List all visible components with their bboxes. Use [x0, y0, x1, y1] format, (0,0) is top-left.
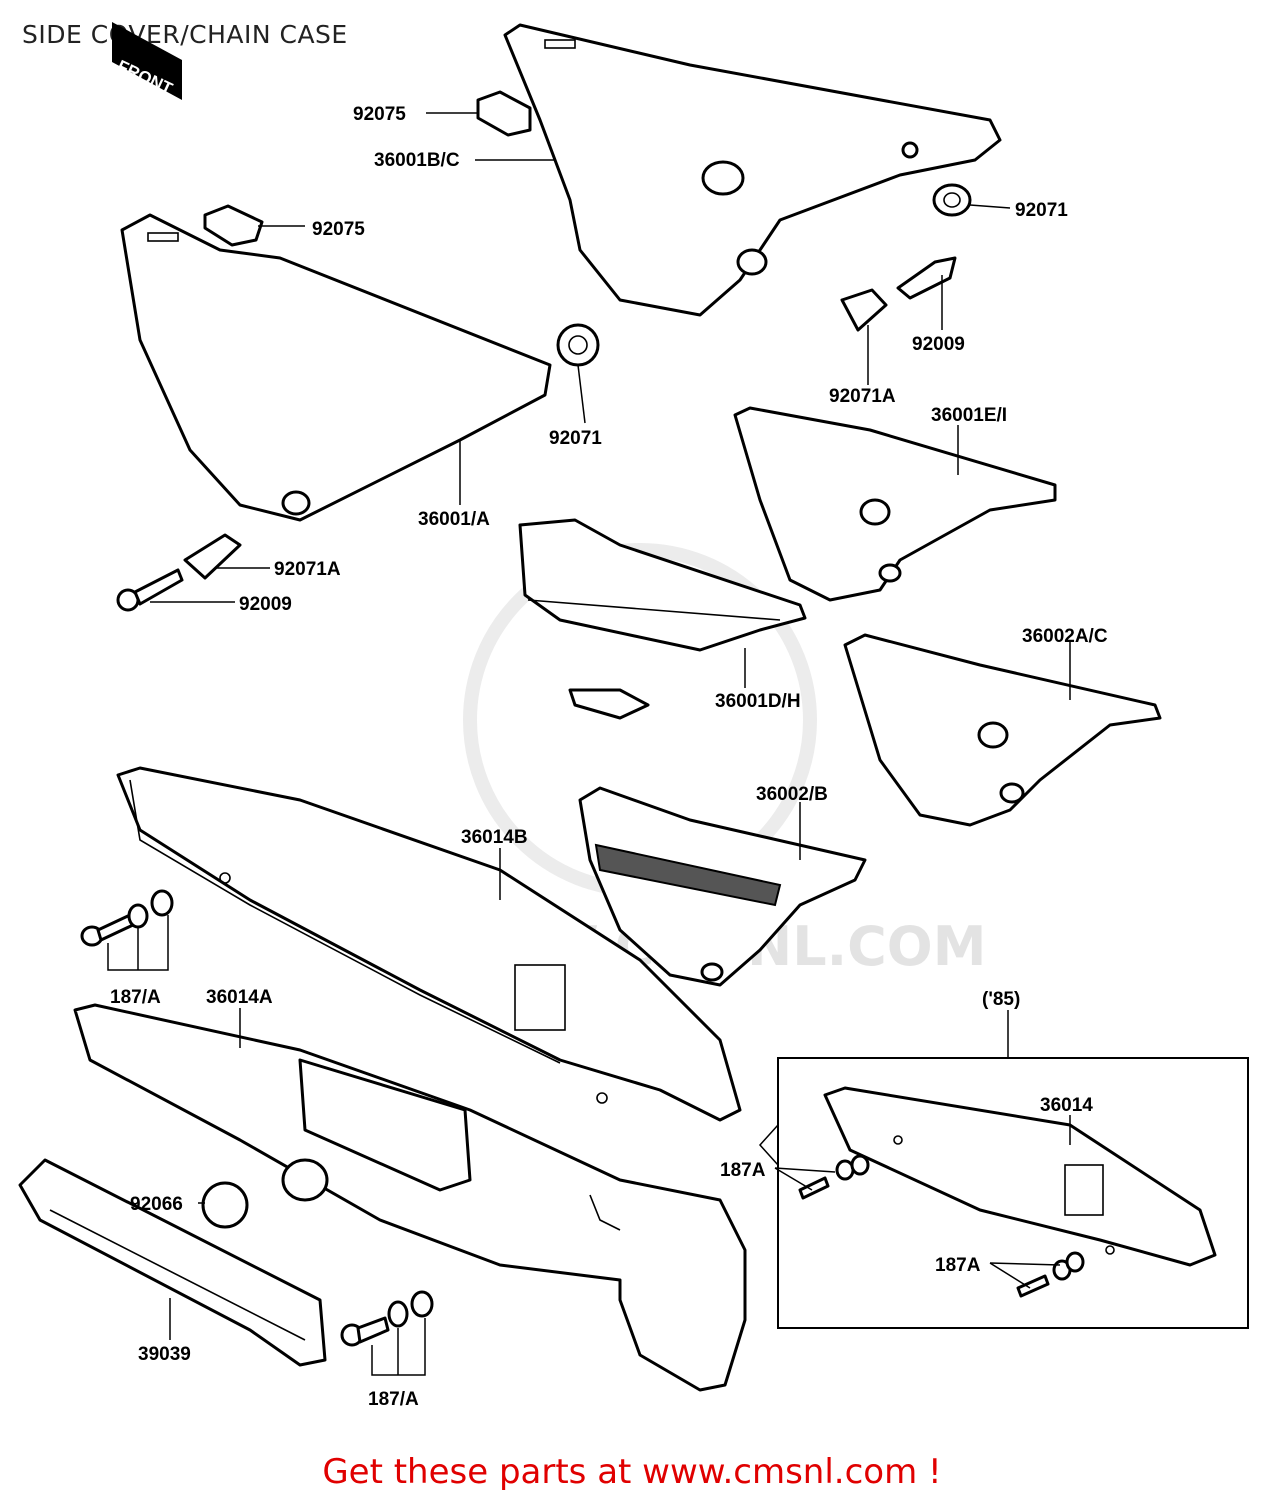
collar-92071a-right — [840, 288, 888, 332]
callout-187a-upper: 187/A — [110, 987, 161, 1008]
callout-36002b: 36002/B — [756, 784, 828, 805]
screw-187a-lower — [340, 1290, 434, 1347]
callout-92066: 92066 — [130, 1194, 183, 1215]
side-cover-36001dh — [518, 518, 807, 720]
callout-36014a: 36014A — [206, 987, 273, 1008]
callout-92075-top: 92075 — [353, 104, 406, 125]
callout-92071-right: 92071 — [1015, 200, 1068, 221]
side-cover-36001ei — [733, 406, 1057, 602]
front-marker: FRONT — [112, 22, 182, 100]
grommet-92071-mid — [556, 323, 600, 367]
callout-36001bc: 36001B/C — [374, 150, 460, 171]
screw-187a-upper — [80, 889, 174, 947]
callout-92071-mid: 92071 — [549, 428, 602, 449]
callout-92009-left: 92009 — [239, 594, 292, 615]
clip-92075-left — [203, 204, 264, 247]
cap-92066 — [201, 1181, 249, 1229]
callout-36014b: 36014B — [461, 827, 528, 848]
side-cover-36002b — [578, 786, 867, 987]
callout-36001a: 36001/A — [418, 509, 490, 530]
callout-labels: 92075 36001B/C 92075 92071 92071 92009 9… — [110, 104, 1108, 1410]
callout-187a-inset-1: 187A — [720, 1160, 766, 1181]
guard-39039 — [18, 1158, 327, 1367]
grommet-92071-right — [932, 183, 972, 217]
callout-36014: 36014 — [1040, 1095, 1093, 1116]
footer-promo-link[interactable]: Get these parts at www.cmsnl.com ! — [322, 1452, 942, 1492]
side-cover-36001a — [120, 213, 552, 522]
clip-92075-top — [476, 90, 532, 137]
callout-92009-right: 92009 — [912, 334, 965, 355]
callout-1985: ('85) — [982, 989, 1020, 1010]
callout-39039: 39039 — [138, 1344, 191, 1365]
callout-92075-left: 92075 — [312, 219, 365, 240]
callout-36001ei: 36001E/I — [931, 405, 1007, 426]
side-cover-36001bc — [503, 23, 1002, 317]
callout-36002ac: 36002A/C — [1022, 626, 1108, 647]
bolt-92009-left — [116, 568, 184, 612]
leader-lines — [107, 112, 1071, 1376]
callout-92071a-left: 92071A — [274, 559, 341, 580]
callout-187a-inset-2: 187A — [935, 1255, 981, 1276]
bolt-92009-right — [896, 256, 957, 300]
chain-case-36014a — [73, 1003, 747, 1392]
side-cover-36002ac — [843, 633, 1162, 827]
callout-187a-lower: 187/A — [368, 1389, 419, 1410]
inset-1985 — [777, 1057, 1249, 1329]
chain-case-36014b — [116, 766, 742, 1122]
callout-92071a-right: 92071A — [829, 386, 896, 407]
page-title: SIDE COVER/CHAIN CASE — [22, 20, 348, 49]
callout-36001dh: 36001D/H — [715, 691, 801, 712]
collar-92071a-left — [183, 533, 242, 580]
